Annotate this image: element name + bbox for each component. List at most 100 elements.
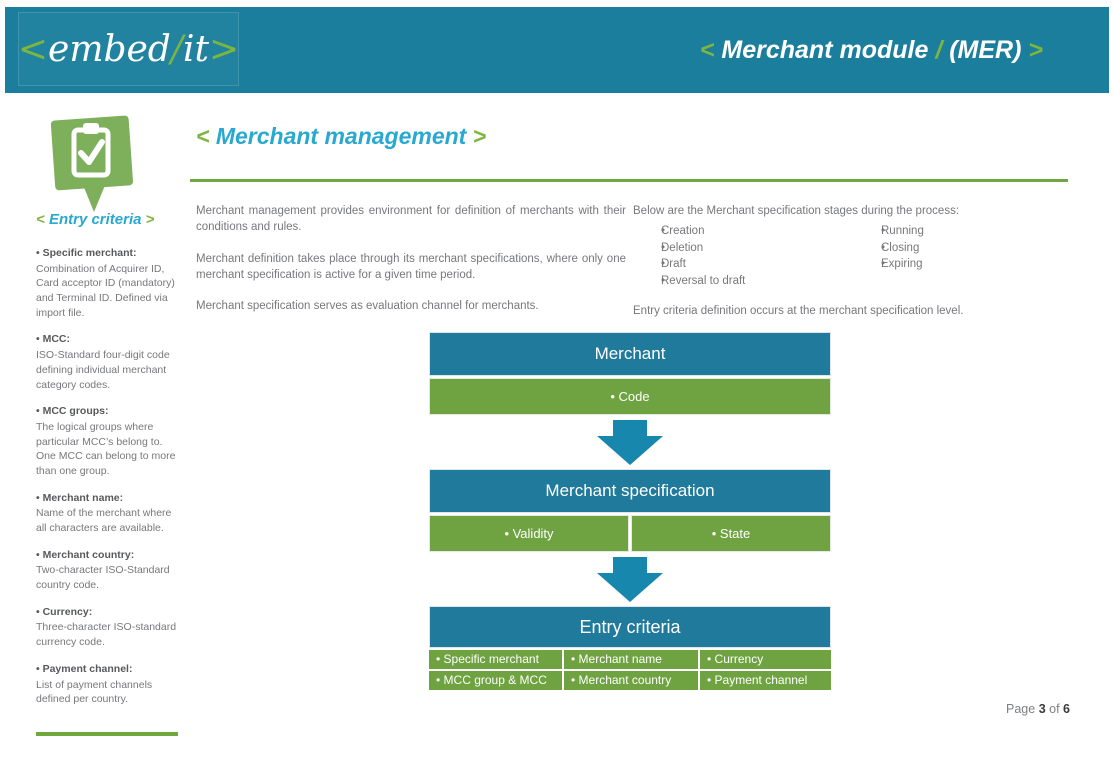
stage-label: Running [881, 225, 924, 238]
attribute-cell: • Code [429, 378, 831, 415]
definition-merchant-country: • Merchant country: Two-character ISO-St… [36, 548, 184, 593]
stage-item: •Deletion [633, 240, 853, 257]
merchant-hierarchy-diagram: Merchant • Code Merchant specification •… [429, 332, 831, 690]
total-pages: 6 [1063, 702, 1070, 716]
section-open-bracket: < [196, 123, 216, 149]
embedit-logo-text: <embed/it> [18, 29, 239, 70]
sidebar-heading-close-bracket: > [141, 211, 155, 228]
stages-section: Below are the Merchant specification sta… [633, 203, 1073, 320]
page-number: 3 [1038, 702, 1046, 716]
bullet-icon: • [661, 225, 666, 238]
stage-item: •Expiring [853, 256, 1073, 273]
specification-attributes: • Validity • State [429, 515, 831, 552]
stages-list: •Creation •Deletion •Draft •Reversal to … [633, 223, 1073, 289]
definition-specific-merchant: • Specific merchant: Combination of Acqu… [36, 246, 184, 320]
definition-term: • Specific merchant: [36, 247, 137, 259]
stage-label: Creation [661, 225, 705, 238]
bullet-icon: • [661, 274, 666, 287]
logo-close-bracket: > [208, 28, 240, 70]
definition-currency: • Currency: Three-character ISO-standard… [36, 605, 184, 650]
sidebar-heading: < Entry criteria > [36, 211, 196, 228]
attribute-cell: • State [631, 515, 831, 552]
merchant-block-title: Merchant [429, 332, 831, 376]
title-open-bracket: < [699, 36, 715, 64]
section-divider [190, 179, 1068, 182]
merchant-specification-block-title: Merchant specification [429, 469, 831, 513]
page-label: Page [1006, 702, 1036, 716]
stages-intro: Below are the Merchant specification sta… [633, 205, 960, 217]
definition-text: List of payment channels defined per cou… [36, 678, 153, 706]
stage-label: Reversal to draft [661, 274, 746, 287]
stage-label: Deletion [661, 241, 704, 254]
definition-text: The logical groups where particular MCC’… [36, 420, 176, 477]
definition-term: • MCC groups: [36, 405, 109, 418]
definition-text: Combination of Acquirer ID, Card accepto… [36, 262, 175, 319]
stages-column-1: •Creation •Deletion •Draft •Reversal to … [633, 223, 853, 289]
attribute-cell: • Validity [429, 515, 629, 552]
sidebar-bottom-rule [36, 732, 178, 736]
definition-term: • Payment channel: [36, 662, 133, 675]
section-close-bracket: > [466, 123, 487, 149]
title-slash: / [935, 36, 943, 64]
logo-embed: embed [48, 28, 171, 70]
entry-criteria-block-title: Entry criteria [429, 606, 831, 648]
clipboard-check-icon [50, 115, 134, 212]
arrow-container [429, 415, 831, 469]
paragraph: Merchant specification serves as evaluat… [196, 300, 539, 313]
stages-column-2: •Running •Closing •Expiring [853, 223, 1073, 289]
stage-item: •Reversal to draft [633, 273, 853, 290]
definition-text: Three-character ISO-standard currency co… [36, 621, 177, 649]
of-label: of [1049, 702, 1060, 716]
bullet-icon: • [881, 258, 886, 271]
title-text: Merchant module [714, 36, 936, 64]
header-bar: <embed/it> < Merchant module / (MER) > [5, 7, 1109, 93]
attribute-cell: • Payment channel [700, 671, 831, 690]
attribute-cell: • Merchant country [564, 671, 698, 690]
definition-text: ISO-Standard four-digit code defining in… [36, 349, 170, 391]
definition-term: • Merchant name: [36, 491, 124, 504]
arrow-container [429, 552, 831, 606]
stage-item: •Draft [633, 256, 853, 273]
bullet-icon: • [881, 241, 886, 254]
stage-item: •Closing [853, 240, 1073, 257]
definition-mcc: • MCC: ISO-Standard four-digit code defi… [36, 332, 184, 392]
stage-label: Draft [661, 258, 686, 271]
merchant-attributes: • Code [429, 378, 831, 415]
attribute-cell: • Specific merchant [429, 650, 562, 669]
logo-it: it [183, 28, 209, 70]
intro-paragraphs: Merchant management provides environment… [196, 203, 626, 330]
stage-label: Closing [881, 241, 920, 254]
definition-merchant-name: • Merchant name: Name of the merchant wh… [36, 491, 184, 536]
definition-text: Two-character ISO-Standard country code. [36, 564, 170, 592]
paragraph: Merchant definition takes place through … [196, 252, 626, 281]
definition-text: Name of the merchant where all character… [36, 507, 172, 534]
section-heading-text: Merchant management [215, 123, 467, 149]
logo-slash: / [170, 28, 183, 70]
stage-label: Expiring [881, 258, 923, 271]
down-arrow-icon [597, 419, 663, 465]
attribute-cell: • Merchant name [564, 650, 698, 669]
down-arrow-icon [597, 556, 663, 602]
title-suffix: (MER) [942, 36, 1029, 64]
page-indicator: Page 3 of 6 [1006, 702, 1070, 716]
definition-term: • Merchant country: [36, 548, 135, 561]
definition-term: • Currency: [36, 605, 93, 618]
attribute-cell: • Currency [700, 650, 831, 669]
sidebar-heading-text: Entry criteria [48, 211, 142, 228]
paragraph: Merchant management provides environment… [196, 205, 626, 234]
bullet-icon: • [661, 258, 666, 271]
stage-item: •Creation [633, 223, 853, 240]
definition-payment-channel: • Payment channel: List of payment chann… [36, 662, 184, 707]
section-heading: < Merchant management > [196, 123, 486, 150]
sidebar-heading-open-bracket: < [36, 211, 49, 228]
sidebar-definitions: • Specific merchant: Combination of Acqu… [36, 246, 184, 719]
entry-criteria-note: Entry criteria definition occurs at the … [633, 305, 964, 318]
logo-open-bracket: < [17, 28, 49, 70]
entry-criteria-attributes: • Specific merchant • Merchant name • Cu… [429, 650, 831, 690]
company-logo: <embed/it> [18, 12, 239, 86]
attribute-cell: • MCC group & MCC [429, 671, 562, 690]
definition-mcc-groups: • MCC groups: The logical groups where p… [36, 404, 184, 478]
module-title: < Merchant module / (MER) > [700, 7, 1043, 93]
stage-item: •Running [853, 223, 1073, 240]
